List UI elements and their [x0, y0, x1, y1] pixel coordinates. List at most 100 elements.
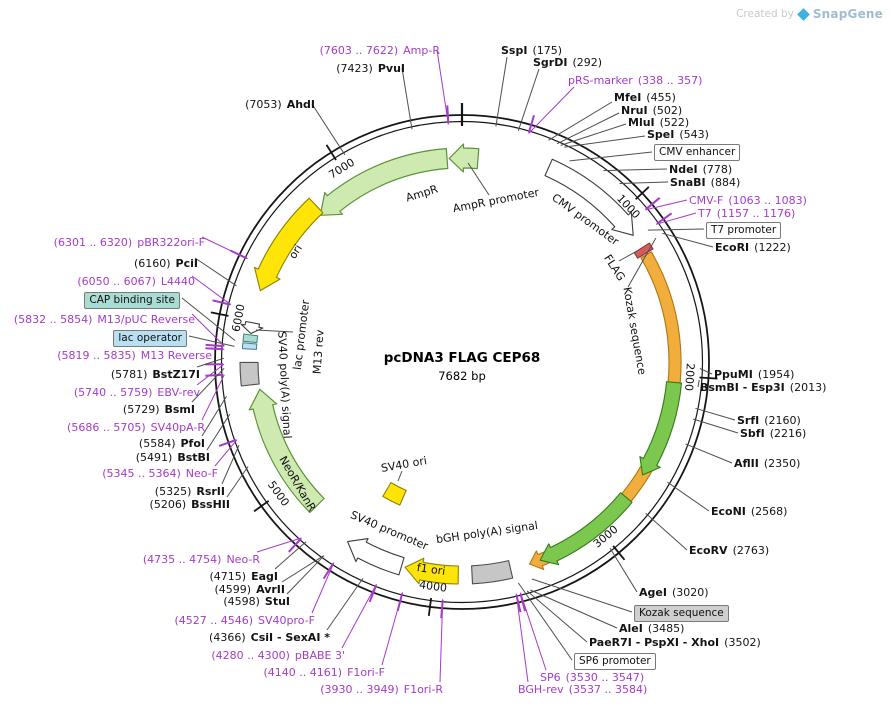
- site-label-cmv-f[interactable]: CMV-F(1063 .. 1083): [689, 194, 807, 207]
- site-label-pbabe-3[interactable]: (4280 .. 4300)pBABE 3': [211, 649, 345, 662]
- feature-cmv-promoter[interactable]: [544, 158, 634, 236]
- site-label-neo-r[interactable]: (4735 .. 4754)Neo-R: [143, 553, 260, 566]
- feature-cep68-cds[interactable]: [529, 251, 682, 571]
- site-label-f1ori-f[interactable]: (4140 .. 4161)F1ori-F: [264, 666, 386, 679]
- site-name: StuI: [264, 595, 290, 608]
- feature-orf-1[interactable]: [639, 381, 683, 476]
- site-label-csii-sexai[interactable]: (4366)CsiI - SexAI *: [209, 631, 330, 644]
- feature-label-cap-binding-site[interactable]: CAP binding site: [84, 292, 180, 309]
- site-position: (4280 .. 4300): [211, 649, 290, 662]
- feature-neor-kanr[interactable]: [248, 388, 325, 514]
- site-label-paer7i-pspxi-xhoi[interactable]: PaeR7I - PspXI - XhoI(3502): [589, 636, 761, 649]
- callout-line-ebv-rev: [196, 363, 225, 386]
- callout-line-eagi: [274, 541, 307, 570]
- site-position: (1157 .. 1176): [716, 207, 796, 220]
- site-label-ndei[interactable]: NdeI(778): [669, 163, 732, 176]
- site-label-pvui[interactable]: (7423)PvuI: [336, 62, 405, 75]
- site-label-bstbi[interactable]: (5491)BstBI: [136, 451, 210, 464]
- site-label-alei[interactable]: AleI(3485): [619, 622, 684, 635]
- site-label-aflii[interactable]: AflII(2350): [734, 457, 800, 470]
- feature-ori[interactable]: [253, 197, 324, 292]
- feature-label-cmv-enhancer[interactable]: CMV enhancer: [654, 144, 741, 161]
- site-label-mfei[interactable]: MfeI(455): [614, 91, 676, 104]
- feature-lac-promoter-feature[interactable]: [240, 320, 264, 335]
- callout-line-neo-f: [214, 439, 238, 467]
- site-label-nrui[interactable]: NruI(502): [621, 104, 682, 117]
- site-name: Neo-R: [226, 553, 260, 566]
- feature-ampr-promoter[interactable]: [448, 143, 480, 173]
- callout-line-paer7i-pspxi-xhoi: [526, 590, 588, 643]
- feature-label-text: SP6 promoter: [579, 655, 651, 667]
- feature-label-t7-promoter[interactable]: T7 promoter: [706, 222, 782, 239]
- feature-sv40-ori-feature[interactable]: [382, 482, 407, 506]
- site-label-pbr322ori-f[interactable]: (6301 .. 6320)pBR322ori-F: [54, 236, 205, 249]
- site-label-prs-marker[interactable]: pRS-marker(338 .. 357): [568, 74, 702, 87]
- feature-label-lac-operator[interactable]: lac operator: [113, 330, 187, 347]
- site-label-t7[interactable]: T7(1157 .. 1176): [698, 207, 795, 220]
- site-label-sgrdi[interactable]: SgrDI(292): [533, 56, 602, 69]
- site-label-mlui[interactable]: MluI(522): [628, 116, 689, 129]
- site-label-bstz17i[interactable]: (5781)BstZ17I: [111, 368, 200, 381]
- site-label-ecori[interactable]: EcoRI(1222): [715, 241, 791, 254]
- site-label-ebv-rev[interactable]: (5740 .. 5759)EBV-rev: [74, 386, 200, 399]
- site-name: M13/pUC Reverse: [97, 313, 195, 326]
- site-label-sbfi[interactable]: SbfI(2216): [740, 427, 806, 440]
- site-label-m13-puc-reverse[interactable]: (5832 .. 5854)M13/pUC Reverse: [14, 313, 195, 326]
- site-label-bsmi[interactable]: (5729)BsmI: [123, 403, 195, 416]
- site-label-sv40pro-f[interactable]: (4527 .. 4546)SV40pro-F: [174, 614, 315, 627]
- site-label-amp-r[interactable]: (7603 .. 7622)Amp-R: [320, 44, 440, 57]
- feature-sv40-promoter[interactable]: [347, 538, 405, 576]
- feature-lac-operator-feature[interactable]: [241, 342, 258, 350]
- site-label-bgh-rev[interactable]: BGH-rev(3537 .. 3584): [518, 683, 647, 696]
- feature-orf-2[interactable]: [539, 492, 633, 566]
- site-name: CsiI - SexAI *: [250, 631, 330, 644]
- site-position: (543): [679, 128, 709, 141]
- primer-tick-sp6: [519, 593, 526, 612]
- site-position: (2763): [732, 544, 770, 557]
- site-label-snabi[interactable]: SnaBI(884): [670, 176, 740, 189]
- feature-label-kozak-sequence[interactable]: Kozak sequence: [634, 605, 729, 622]
- callout-line-lac-operator: [188, 335, 235, 347]
- pointer-line: [397, 470, 403, 482]
- feature-cap-binding-site-feature[interactable]: [242, 333, 259, 344]
- feature-ampr[interactable]: [319, 148, 449, 216]
- site-label-sspi[interactable]: SspI(175): [501, 44, 562, 57]
- site-label-agei[interactable]: AgeI(3020): [639, 586, 709, 599]
- feature-label-sp6-promoter[interactable]: SP6 promoter: [574, 653, 656, 670]
- feature-flag-tag[interactable]: [633, 242, 654, 259]
- site-label-m13-reverse[interactable]: (5819 .. 5835)M13 Reverse: [57, 349, 212, 362]
- site-name: AflII: [734, 457, 759, 470]
- site-label-sv40pa-r[interactable]: (5686 .. 5705)SV40pA-R: [67, 421, 205, 434]
- site-label-rsrii[interactable]: (5325)RsrII: [155, 485, 225, 498]
- feature-bgh-polya-signal[interactable]: [471, 560, 514, 585]
- site-label-ahdi[interactable]: (7053)AhdI: [245, 98, 315, 111]
- site-label-ppumi[interactable]: PpuMI(1954): [714, 368, 794, 381]
- site-label-eagi[interactable]: (4715)EagI: [210, 570, 278, 583]
- site-label-stui[interactable]: (4598)StuI: [223, 595, 290, 608]
- site-label-f1ori-r[interactable]: (3930 .. 3949)F1ori-R: [320, 683, 443, 696]
- feature-f1-ori[interactable]: [404, 557, 459, 585]
- scale-tick-2000: [699, 376, 718, 380]
- callout-line-sv40pro-f: [311, 562, 335, 614]
- site-label-neo-f[interactable]: (5345 .. 5364)Neo-F: [102, 467, 218, 480]
- site-label-avrii[interactable]: (4599)AvrII: [215, 583, 285, 596]
- site-label-l4440[interactable]: (6050 .. 6067)L4440: [77, 275, 195, 288]
- site-position: (3502): [724, 636, 761, 649]
- site-label-pcii[interactable]: (6160)PciI: [134, 257, 198, 270]
- site-name: EcoNI: [711, 505, 746, 518]
- site-label-bsmbi-esp3i[interactable]: BsmBI - Esp3I(2013): [700, 381, 826, 394]
- site-label-spei[interactable]: SpeI(543): [647, 128, 709, 141]
- callout-line-t7: [655, 212, 697, 225]
- site-name: EBV-rev: [157, 386, 200, 399]
- feature-sv40-polya-signal[interactable]: [239, 361, 260, 387]
- site-label-srfi[interactable]: SrfI(2160): [737, 414, 801, 427]
- site-name: MfeI: [614, 91, 642, 104]
- site-label-econi[interactable]: EcoNI(2568): [711, 505, 787, 518]
- site-label-pfoi[interactable]: (5584)PfoI: [139, 437, 205, 450]
- snapgene-logo-icon: [796, 7, 810, 21]
- site-label-ecorv[interactable]: EcoRV(2763): [689, 544, 769, 557]
- callout-line-bsshii: [226, 466, 249, 498]
- callout-line-ndei: [603, 168, 668, 172]
- site-label-bsshii[interactable]: (5206)BssHII: [150, 498, 230, 511]
- site-label-sp6[interactable]: SP6(3530 .. 3547): [540, 671, 644, 684]
